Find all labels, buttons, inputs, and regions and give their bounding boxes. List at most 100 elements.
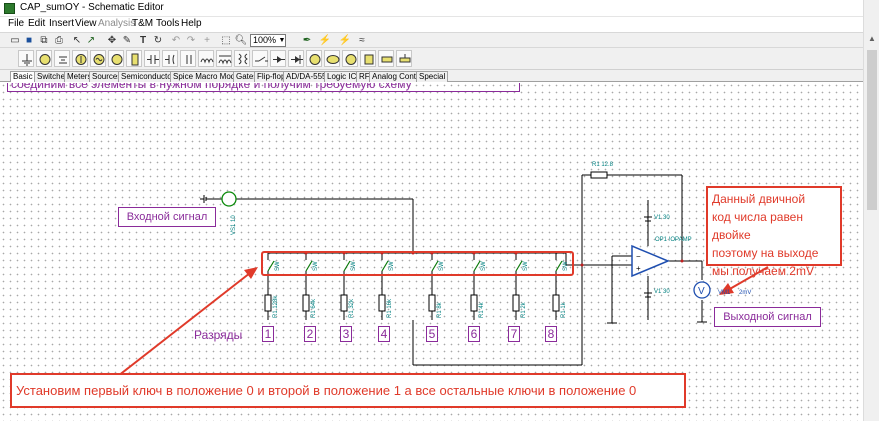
supply-top-label: V1 30 <box>654 215 670 221</box>
menu-edit[interactable]: Edit <box>28 18 46 29</box>
transformer-icon[interactable] <box>234 50 250 67</box>
ac-source-icon[interactable] <box>90 50 106 67</box>
top-note-box: соединим все элементы в нужном порядке и… <box>7 83 520 92</box>
supply-bottom-label: V1 30 <box>654 289 670 295</box>
transient-icon[interactable]: ⚡ <box>338 35 352 46</box>
polar-capacitor-icon[interactable] <box>162 50 178 67</box>
title-bar: CAP_sumOY - Schematic Editor <box>0 0 879 17</box>
zoom-select[interactable]: 100% <box>250 34 286 47</box>
chevron-down-icon[interactable]: ▼ <box>278 37 286 44</box>
dc-analysis-icon[interactable]: ⚡ <box>318 35 332 46</box>
digit-box-7: 7 <box>508 326 520 342</box>
pen-icon[interactable]: ✎ <box>122 35 132 46</box>
lamp-icon[interactable] <box>306 50 322 67</box>
voltmeter-label: VM1 <box>718 290 731 296</box>
add-icon[interactable]: + <box>204 35 210 46</box>
diode-icon[interactable] <box>270 50 286 67</box>
input-signal-label: Входной сигнал <box>118 207 216 227</box>
rotate-icon[interactable]: ↻ <box>153 35 163 46</box>
top-note-text: соединим все элементы в нужном порядке и… <box>11 83 412 91</box>
print-icon[interactable]: ⎙ <box>55 35 63 46</box>
digit-box-4: 4 <box>378 326 390 342</box>
switch-label-3: SW <box>351 261 357 271</box>
menu-view[interactable]: View <box>75 18 97 29</box>
save-icon[interactable]: ■ <box>25 35 33 46</box>
zoom-area-icon[interactable]: ⬚ <box>221 35 231 46</box>
menu-tm[interactable]: T&M <box>132 18 154 29</box>
scroll-up-icon[interactable]: ▲ <box>868 34 876 43</box>
resistor-label-2: R1 64k <box>311 298 317 318</box>
digit-box-1: 1 <box>262 326 274 342</box>
potentiometer-icon[interactable] <box>378 50 394 67</box>
feedback-resistor-label: R1 12.8 <box>592 162 614 168</box>
switch-label-2: SW <box>313 261 319 271</box>
relay-icon[interactable] <box>360 50 376 67</box>
callout-line-4: мы получаем 2mV <box>712 264 814 278</box>
svg-text:+: + <box>636 264 641 273</box>
svg-text:−: − <box>636 252 641 261</box>
zener-icon[interactable] <box>288 50 304 67</box>
text-icon[interactable]: T <box>139 35 147 46</box>
resistor-label-3: R1 32k <box>349 298 355 318</box>
switch-label-5: SW <box>439 261 445 271</box>
wire-icon[interactable]: ↗ <box>86 35 96 46</box>
vertical-scrollbar[interactable]: ▲ <box>863 0 879 421</box>
tab-special[interactable]: Special <box>416 71 449 82</box>
output-signal-label: Выходной сигнал <box>714 307 821 327</box>
inductor-core-icon[interactable] <box>216 50 232 67</box>
move-icon[interactable]: ✥ <box>107 35 117 46</box>
instruction-callout: Установим первый ключ в положение 0 и вт… <box>10 373 686 408</box>
undo-icon[interactable]: ↶ <box>171 35 181 46</box>
resistor-label-6: R1 4k <box>479 302 485 318</box>
digit-box-5: 5 <box>426 326 438 342</box>
switch-label-4: SW <box>389 261 395 271</box>
resistor-label-7: R1 2k <box>521 302 527 318</box>
switch-label-8: SW <box>563 261 569 271</box>
standard-toolbar: ▭ ■ ⧉ ⎙ ↖ ↗ ✥ ✎ T ↻ ↶ ↷ + ⬚ 🔍︎ 100% ▼ ✒ … <box>0 32 879 48</box>
battery-icon[interactable] <box>54 50 70 67</box>
digit-box-3: 3 <box>340 326 352 342</box>
redo-icon[interactable]: ↷ <box>186 35 196 46</box>
pulse-source-icon[interactable] <box>108 50 124 67</box>
capacitor-icon[interactable] <box>144 50 160 67</box>
callout-line-3: поэтому на выходе <box>712 246 819 260</box>
voltage-source-icon[interactable] <box>36 50 52 67</box>
fuse-icon[interactable] <box>342 50 358 67</box>
svg-text:V: V <box>698 286 705 297</box>
source-label: VS1 10 <box>231 215 237 235</box>
copy-icon[interactable]: ⧉ <box>40 35 48 46</box>
component-toolbar <box>0 48 879 70</box>
scroll-thumb[interactable] <box>867 50 877 210</box>
menu-bar: File Edit Insert View Analysis T&M Tools… <box>0 17 879 32</box>
switch-label-7: SW <box>523 261 529 271</box>
digit-box-2: 2 <box>304 326 316 342</box>
connector-icon[interactable] <box>396 50 412 67</box>
menu-help[interactable]: Help <box>181 18 202 29</box>
zoom-icon[interactable]: 🔍︎ <box>234 35 248 46</box>
digit-box-8: 8 <box>545 326 557 342</box>
ground-component-icon[interactable] <box>18 50 34 67</box>
switch-label-6: SW <box>481 261 487 271</box>
menu-analysis[interactable]: Analysis <box>98 18 136 29</box>
ac-analysis-icon[interactable]: ≈ <box>359 35 365 46</box>
digits-label: Разряды <box>194 328 243 342</box>
voltmeter-value: 2mV <box>739 290 752 296</box>
menu-file[interactable]: File <box>8 18 25 29</box>
pointer-icon[interactable]: ↖ <box>72 35 82 46</box>
resistor-icon[interactable] <box>126 50 142 67</box>
resistor-label-1: R1 128k <box>273 295 279 318</box>
current-source-icon[interactable] <box>72 50 88 67</box>
inductor-icon[interactable] <box>198 50 214 67</box>
meter-icon[interactable] <box>324 50 340 67</box>
menu-insert[interactable]: Insert <box>49 18 75 29</box>
new-icon[interactable]: ▭ <box>10 35 20 46</box>
window-title: CAP_sumOY - Schematic Editor <box>20 2 164 13</box>
probe-icon[interactable]: ✒ <box>302 35 312 46</box>
resistor-label-5: R1 8k <box>437 302 443 318</box>
digit-box-6: 6 <box>468 326 480 342</box>
switch-icon[interactable] <box>252 50 268 67</box>
capacitor-alt-icon[interactable] <box>180 50 196 67</box>
opamp-label: OP1 !OPAMP <box>655 237 692 243</box>
component-tabs: Basic Switches Meters Sources Semiconduc… <box>0 70 879 82</box>
menu-tools[interactable]: Tools <box>156 18 180 29</box>
